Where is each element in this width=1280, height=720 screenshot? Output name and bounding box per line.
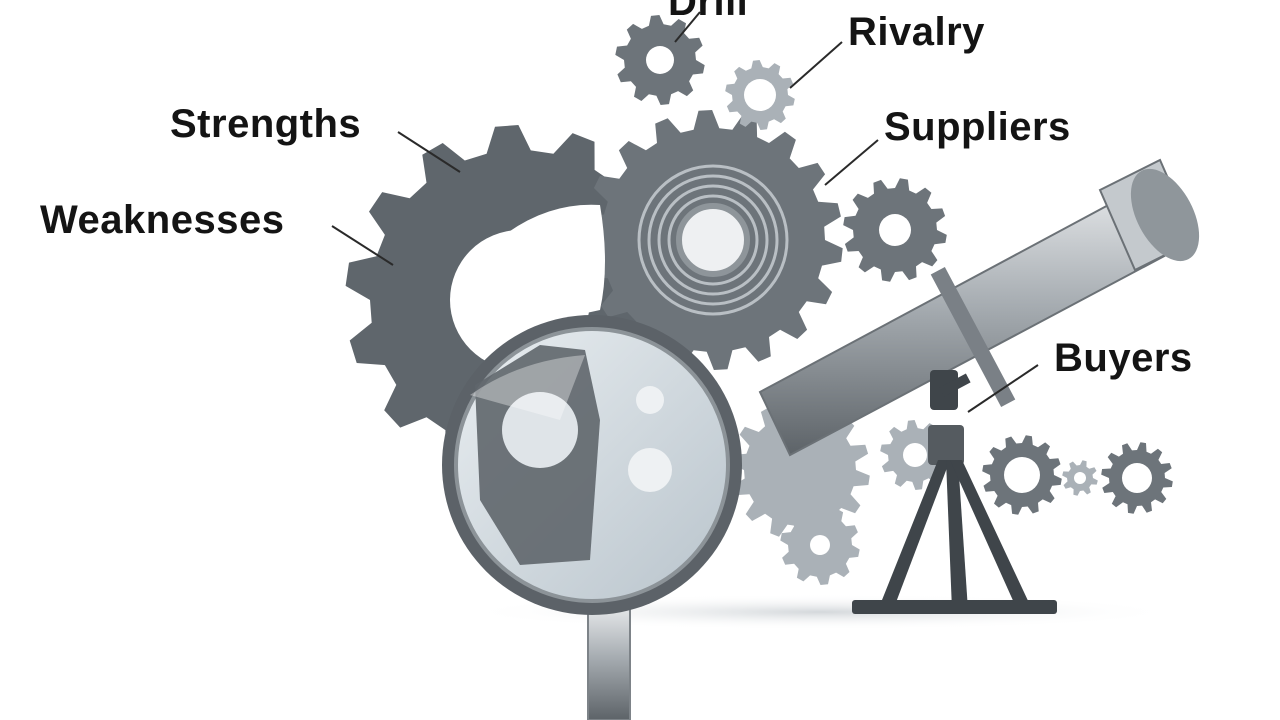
- leader-weaknesses: [331, 225, 394, 266]
- gear-hole: [1074, 472, 1086, 484]
- label-weaknesses: Weaknesses: [40, 198, 285, 242]
- leader-lines: [331, 11, 1039, 413]
- telescope-icon: [758, 158, 1200, 457]
- tripod-icon: [852, 370, 1057, 614]
- gear-hole: [744, 79, 776, 111]
- leader-suppliers: [824, 139, 879, 186]
- magnifying-glass-icon: [442, 315, 742, 720]
- gear-hole: [1122, 463, 1152, 493]
- leader-strengths: [397, 131, 461, 173]
- label-suppliers: Suppliers: [884, 105, 1071, 149]
- coil-hub: [676, 203, 750, 277]
- leader-top: [674, 11, 701, 43]
- gear-hole: [1004, 457, 1040, 493]
- gear-hole: [903, 443, 927, 467]
- label-top-cut: Drill: [668, 0, 749, 24]
- gear-hole: [646, 46, 674, 74]
- coil-detail: [637, 164, 789, 316]
- label-rivalry: Rivalry: [848, 10, 985, 54]
- label-strengths: Strengths: [170, 102, 362, 146]
- gear-hole: [810, 535, 830, 555]
- large-gear-cutout: [455, 204, 605, 317]
- leader-buyers: [967, 364, 1039, 413]
- label-buyers: Buyers: [1054, 336, 1193, 380]
- gear-hole: [879, 214, 911, 246]
- small-gear-icon: [730, 400, 870, 540]
- leader-rivalry: [789, 41, 843, 89]
